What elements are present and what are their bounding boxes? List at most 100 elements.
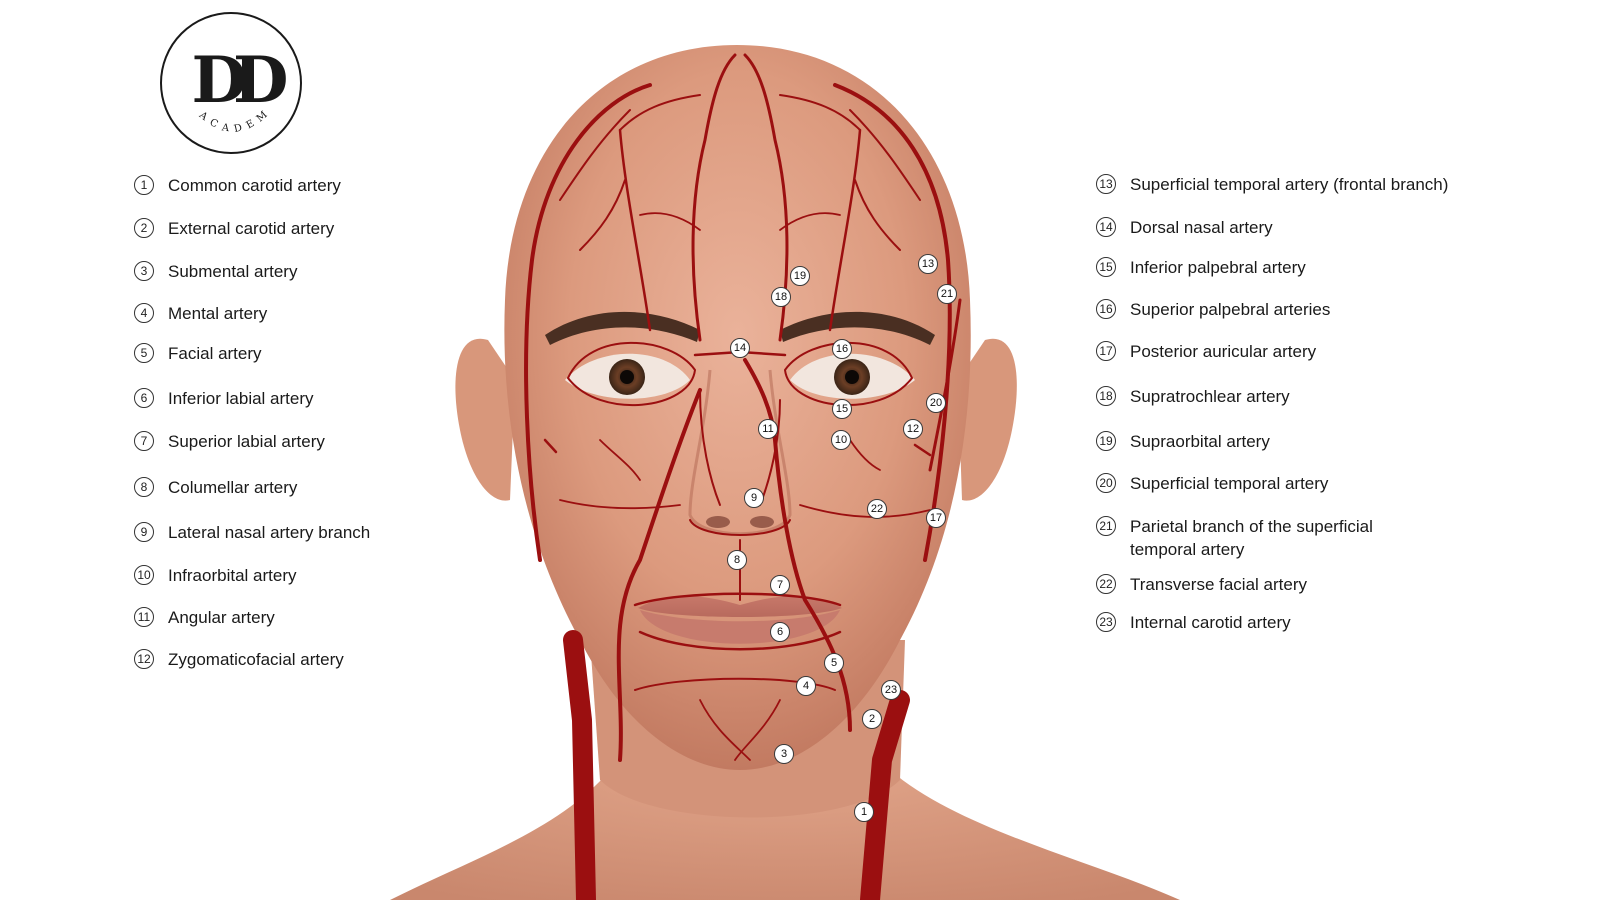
legend-number: 1 bbox=[134, 175, 154, 195]
left-ear bbox=[455, 338, 515, 501]
legend-item: 6 Inferior labial artery bbox=[134, 387, 314, 410]
legend-number: 8 bbox=[134, 477, 154, 497]
legend-number: 15 bbox=[1096, 257, 1116, 277]
legend-label: Superior labial artery bbox=[168, 432, 325, 451]
figure-marker-15: 15 bbox=[832, 399, 852, 419]
legend-label: Dorsal nasal artery bbox=[1130, 218, 1273, 237]
figure-marker-3: 3 bbox=[774, 744, 794, 764]
legend-item: 11 Angular artery bbox=[134, 606, 275, 629]
legend-item: 23 Internal carotid artery bbox=[1096, 611, 1291, 634]
legend-number: 3 bbox=[134, 261, 154, 281]
legend-number: 9 bbox=[134, 522, 154, 542]
figure-marker-16: 16 bbox=[832, 339, 852, 359]
legend-label: Mental artery bbox=[168, 304, 268, 323]
legend-label: Inferior palpebral artery bbox=[1130, 258, 1306, 277]
legend-label: Internal carotid artery bbox=[1130, 613, 1291, 632]
figure-marker-1: 1 bbox=[854, 802, 874, 822]
legend-item: 20 Superficial temporal artery bbox=[1096, 472, 1328, 495]
logo-monogram: DD ACADEMY bbox=[162, 14, 300, 135]
legend-label: Angular artery bbox=[168, 608, 275, 627]
legend-item: 19 Supraorbital artery bbox=[1096, 430, 1270, 453]
legend-item: 8 Columellar artery bbox=[134, 476, 297, 499]
figure-marker-6: 6 bbox=[770, 622, 790, 642]
legend-item: 5 Facial artery bbox=[134, 342, 262, 365]
legend-label: Zygomaticofacial artery bbox=[168, 650, 344, 669]
figure-marker-18: 18 bbox=[771, 287, 791, 307]
upper-lip bbox=[638, 595, 842, 617]
legend-item: 10 Infraorbital artery bbox=[134, 564, 297, 587]
legend-number: 21 bbox=[1096, 516, 1116, 536]
legend-item: 16 Superior palpebral arteries bbox=[1096, 298, 1330, 321]
legend-number: 10 bbox=[134, 565, 154, 585]
right-eyebrow bbox=[780, 311, 935, 345]
legend-label: Submental artery bbox=[168, 262, 298, 281]
head bbox=[504, 45, 971, 770]
arteries bbox=[524, 53, 962, 900]
right-ear bbox=[958, 338, 1017, 501]
legend-item: 21 Parietal branch of the superficial tem… bbox=[1096, 515, 1420, 561]
legend-label: Columellar artery bbox=[168, 478, 298, 497]
legend-item: 4 Mental artery bbox=[134, 302, 267, 325]
legend-label: Parietal branch of the superficial tempo… bbox=[1130, 517, 1373, 559]
figure-marker-9: 9 bbox=[744, 488, 764, 508]
legend-number: 12 bbox=[134, 649, 154, 669]
legend-label: Inferior labial artery bbox=[168, 389, 314, 408]
legend-number: 11 bbox=[134, 607, 154, 627]
figure-marker-22: 22 bbox=[867, 499, 887, 519]
legend-item: 15 Inferior palpebral artery bbox=[1096, 256, 1306, 279]
legend-item: 12 Zygomaticofacial artery bbox=[134, 648, 344, 671]
figure-marker-21: 21 bbox=[937, 284, 957, 304]
figure-marker-19: 19 bbox=[790, 266, 810, 286]
legend-label: Lateral nasal artery branch bbox=[168, 523, 371, 542]
legend-label: Common carotid artery bbox=[168, 176, 341, 195]
legend-label: Superficial temporal artery (frontal bra… bbox=[1130, 175, 1449, 194]
figure-marker-7: 7 bbox=[770, 575, 790, 595]
legend-label: Supraorbital artery bbox=[1130, 432, 1270, 451]
legend-item: 2 External carotid artery bbox=[134, 217, 334, 240]
legend-item: 14 Dorsal nasal artery bbox=[1096, 216, 1273, 239]
legend-number: 20 bbox=[1096, 473, 1116, 493]
legend-number: 4 bbox=[134, 303, 154, 323]
legend-label: Superior palpebral arteries bbox=[1130, 300, 1331, 319]
legend-number: 6 bbox=[134, 388, 154, 408]
figure-marker-14: 14 bbox=[730, 338, 750, 358]
legend-label: Superficial temporal artery bbox=[1130, 474, 1329, 493]
legend-number: 16 bbox=[1096, 299, 1116, 319]
legend-label: External carotid artery bbox=[168, 219, 335, 238]
figure-marker-17: 17 bbox=[926, 508, 946, 528]
legend-number: 23 bbox=[1096, 612, 1116, 632]
legend-label: Transverse facial artery bbox=[1130, 575, 1307, 594]
legend-label: Facial artery bbox=[168, 344, 262, 363]
svg-text:DD: DD bbox=[192, 43, 287, 118]
legend-number: 17 bbox=[1096, 341, 1116, 361]
figure-marker-8: 8 bbox=[727, 550, 747, 570]
figure-marker-20: 20 bbox=[926, 393, 946, 413]
legend-item: 1 Common carotid artery bbox=[134, 174, 341, 197]
legend-number: 19 bbox=[1096, 431, 1116, 451]
legend-number: 2 bbox=[134, 218, 154, 238]
legend-number: 5 bbox=[134, 343, 154, 363]
legend-number: 13 bbox=[1096, 174, 1116, 194]
legend-item: 3 Submental artery bbox=[134, 260, 297, 283]
figure-marker-12: 12 bbox=[903, 419, 923, 439]
legend-item: 9 Lateral nasal artery branch bbox=[134, 521, 370, 544]
lower-lip bbox=[640, 610, 840, 644]
left-eyebrow bbox=[545, 311, 700, 345]
legend-number: 18 bbox=[1096, 386, 1116, 406]
academy-logo: DD ACADEMY bbox=[160, 12, 302, 154]
legend-item: 7 Superior labial artery bbox=[134, 430, 325, 453]
figure-marker-13: 13 bbox=[918, 254, 938, 274]
figure-marker-23: 23 bbox=[881, 680, 901, 700]
legend-number: 22 bbox=[1096, 574, 1116, 594]
legend-item: 22 Transverse facial artery bbox=[1096, 573, 1307, 596]
legend-label: Infraorbital artery bbox=[168, 566, 297, 585]
legend-item: 13 Superficial temporal artery (frontal b… bbox=[1096, 173, 1448, 196]
figure-marker-4: 4 bbox=[796, 676, 816, 696]
legend-number: 14 bbox=[1096, 217, 1116, 237]
legend-number: 7 bbox=[134, 431, 154, 451]
figure-marker-2: 2 bbox=[862, 709, 882, 729]
